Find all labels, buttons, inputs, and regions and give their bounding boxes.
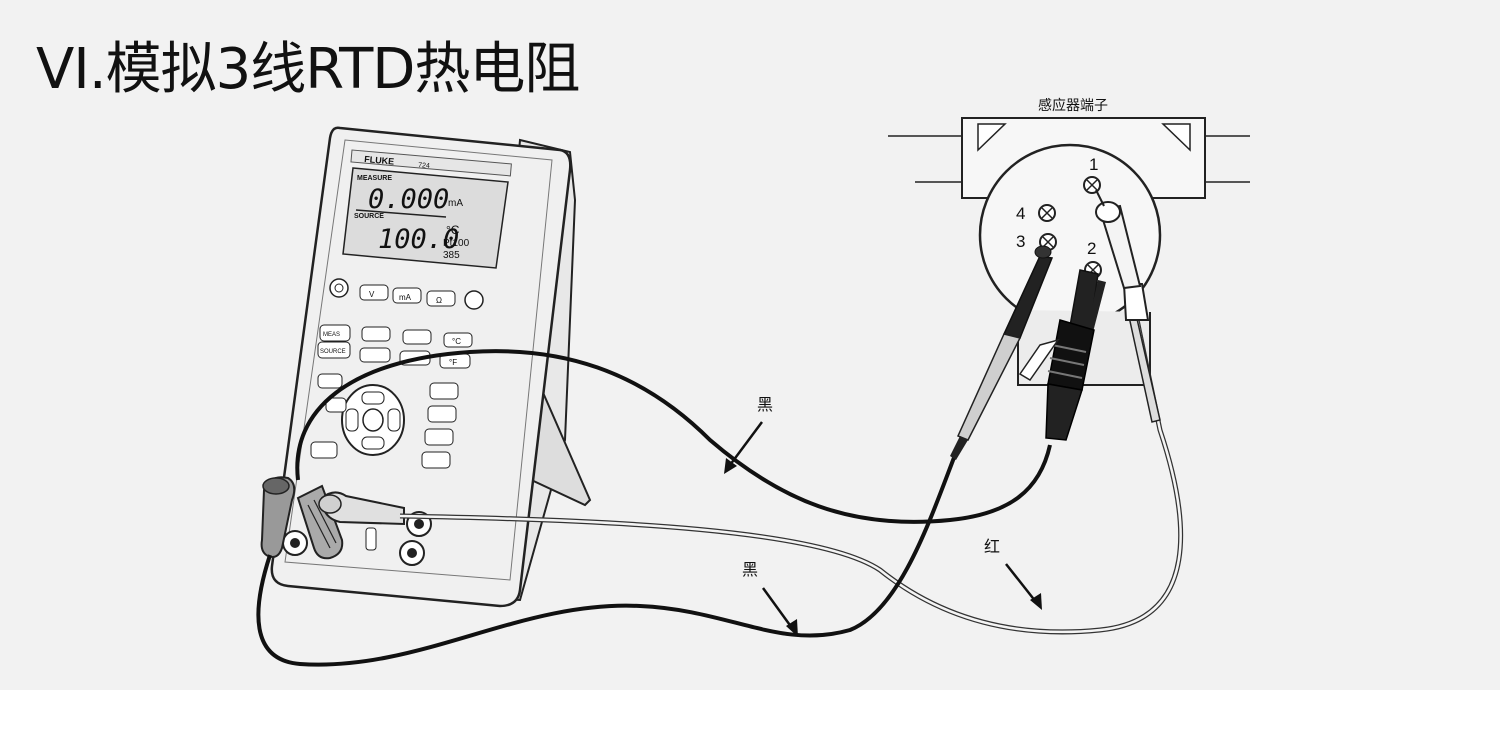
key-source-label: SOURCE [320,349,346,355]
key-meas-label: MEAS [323,332,340,338]
arrow-up-button[interactable] [361,391,385,405]
diagram-panel [0,0,1500,690]
svg-text:红: 红 [984,537,1000,556]
key-v[interactable] [359,284,389,301]
label-black-lower: 黑 [742,560,798,637]
label-black-upper: 黑 [724,395,773,474]
key-side-1[interactable] [317,373,343,389]
key-side-2[interactable] [325,397,347,413]
source-type: Pt100 [443,238,470,249]
measure-header: MEASURE [357,175,392,182]
probe-red-to-terminal-1 [1095,189,1161,423]
svg-text:黑: 黑 [742,560,758,579]
key-r3[interactable] [424,428,454,446]
backlight-button[interactable] [464,290,484,310]
label-red: 红 [984,537,1042,610]
key-r2[interactable] [427,405,457,423]
key-c-label: °C [452,337,461,346]
svg-text:1: 1 [1089,155,1098,174]
svg-text:黑: 黑 [757,395,773,414]
wire-black-upper [295,349,1052,524]
test-plugs [260,476,405,560]
key-l3[interactable] [310,441,338,459]
key-v2[interactable] [361,326,391,342]
svg-text:3: 3 [1016,232,1025,251]
nav-pad [310,373,459,469]
source-unit: °C [446,223,460,237]
measure-unit: mA [448,198,463,209]
process-calibrator: FLUKE 724 MEASURE 0.000 mA SOURCE 100.0 … [260,126,592,608]
key-r4[interactable] [421,451,451,469]
terminal-4: 4 [1016,204,1056,223]
arrow-left-button[interactable] [345,408,359,432]
model-label: 724 [418,162,430,170]
key-f-label: °F [449,358,457,367]
measure-value: 0.000 [368,184,449,215]
lcd-display: MEASURE 0.000 mA SOURCE 100.0 °C Pt100 3… [342,167,509,269]
slide-title: VI.模拟3线RTD热电阻 [36,37,580,102]
wire-red [399,309,1184,635]
power-button[interactable] [329,278,349,298]
brand-label: FLUKE [364,154,395,167]
wire-black-lower [256,454,957,667]
key-ohm-label: Ω [436,296,442,305]
key-ma-label: mA [399,293,412,302]
key-v-label: V [369,290,375,299]
key-ma[interactable] [392,287,422,304]
key-meas[interactable] [319,324,351,342]
terminal-1: 1 [1083,155,1101,194]
key-ma2[interactable] [402,329,432,345]
key-ohm[interactable] [426,290,456,307]
clip-black-to-terminal-2 [1018,269,1106,441]
key-c[interactable] [443,332,473,348]
source-value: 100.0 [378,224,459,255]
probe-black-to-terminal-3 [950,245,1054,460]
sensor-caption: 感应器端子 [1038,97,1108,114]
arrow-down-button[interactable] [361,436,385,450]
key-r1[interactable] [429,382,459,400]
arrow-right-button[interactable] [387,408,401,432]
key-source[interactable] [317,341,351,359]
svg-text:4: 4 [1016,204,1025,223]
source-alpha: 385 [443,250,460,261]
svg-text:2: 2 [1087,239,1096,258]
source-header: SOURCE [354,213,384,220]
key-rtd[interactable] [359,347,391,363]
input-jacks [282,511,432,566]
